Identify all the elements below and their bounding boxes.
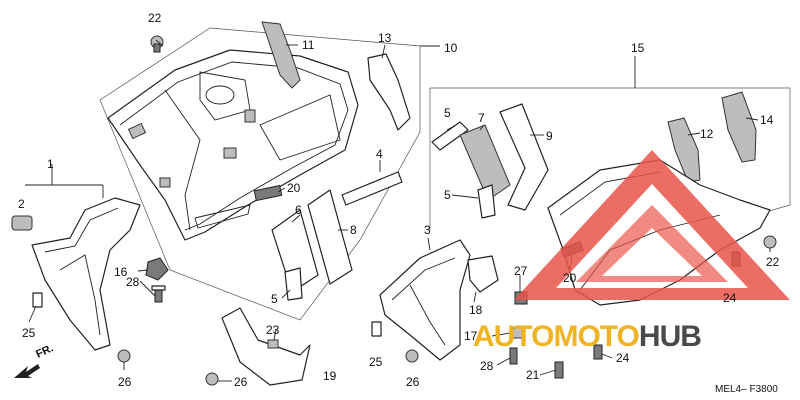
callout-9: 9	[546, 129, 553, 143]
callout-8: 8	[350, 223, 357, 237]
callout-20-left: 20	[287, 181, 301, 195]
watermark-text-b: HUB	[639, 320, 701, 353]
callout-28-left: 28	[126, 275, 140, 289]
front-arrow-icon: FR.	[14, 342, 55, 378]
bolt-22-right	[763, 235, 777, 249]
callout-5-lower: 5	[271, 292, 278, 306]
part-8	[307, 189, 353, 285]
bolt-26-left	[117, 349, 131, 363]
callout-28-right: 28	[480, 359, 494, 373]
callout-24-lower: 24	[616, 351, 630, 365]
callout-3: 3	[424, 223, 431, 237]
part-12	[667, 117, 701, 183]
leader-lines	[28, 39, 771, 382]
callout-21: 21	[526, 368, 540, 382]
callout-26-middle: 26	[406, 375, 420, 389]
callout-14: 14	[760, 113, 774, 127]
watermark-triangle-icon	[514, 150, 790, 300]
svg-text:FR.: FR.	[34, 342, 55, 360]
group-bracket-1	[25, 164, 104, 198]
callout-5-mid: 5	[444, 188, 451, 202]
part-18	[467, 255, 499, 293]
callout-17: 17	[464, 329, 478, 343]
callout-25-left: 25	[22, 326, 36, 340]
callout-6: 6	[295, 203, 302, 217]
part-19	[221, 307, 311, 386]
watermark-logo	[514, 150, 790, 300]
callout-16: 16	[114, 265, 128, 279]
bolt-24-lower	[593, 344, 603, 360]
callout-27: 27	[514, 264, 528, 278]
callout-13: 13	[378, 31, 392, 45]
callout-11: 11	[302, 38, 315, 52]
part-23	[267, 339, 279, 349]
part-14	[721, 91, 757, 163]
part-11	[261, 21, 301, 89]
part-13	[367, 53, 411, 131]
callout-4: 4	[376, 147, 383, 161]
callout-10: 10	[444, 41, 458, 55]
part-middle-cowl-3	[379, 239, 471, 361]
bolt-26-bottom	[205, 372, 219, 386]
callout-24-right: 24	[723, 291, 737, 305]
part-7	[459, 124, 511, 201]
part-under-cowl-10	[107, 49, 359, 241]
callout-7: 7	[478, 111, 485, 125]
part-side-cowl-1	[31, 197, 141, 351]
bolt-28-right	[509, 347, 518, 365]
group-bracket-15	[429, 56, 791, 230]
callout-23: 23	[266, 323, 280, 337]
watermark-text-a: AUTOMOTO	[473, 320, 640, 353]
bolt-25-left	[32, 292, 43, 308]
bolt-26-middle	[405, 349, 419, 363]
part-4	[341, 171, 403, 206]
callout-12: 12	[700, 127, 714, 141]
callout-26-bottom: 26	[234, 375, 248, 389]
bolt-25-middle	[371, 321, 382, 337]
callout-22-right: 22	[766, 255, 780, 269]
part-9	[499, 103, 549, 211]
callout-18: 18	[469, 303, 483, 317]
callout-2: 2	[18, 197, 25, 211]
callout-1: 1	[47, 157, 54, 171]
part-16	[145, 257, 169, 281]
callout-15: 15	[631, 41, 645, 55]
callout-20-right: 20	[563, 271, 577, 285]
diagram-code: MEL4– F3800	[715, 384, 778, 395]
part-5-lower-left	[284, 267, 303, 301]
bolt-28-left	[151, 285, 166, 303]
callout-19: 19	[323, 369, 337, 383]
part-5-upper-right	[431, 121, 469, 151]
callout-5-upper: 5	[444, 106, 451, 120]
part-5-mid-right	[477, 184, 496, 219]
callout-22-top: 22	[148, 11, 162, 25]
watermark-text: AUTOMOTOHUB	[473, 320, 701, 353]
bolt-22-top	[150, 35, 164, 53]
part-2	[11, 215, 33, 231]
bolt-21	[554, 361, 564, 379]
callout-25-middle: 25	[369, 355, 383, 369]
callout-26-left: 26	[118, 375, 132, 389]
